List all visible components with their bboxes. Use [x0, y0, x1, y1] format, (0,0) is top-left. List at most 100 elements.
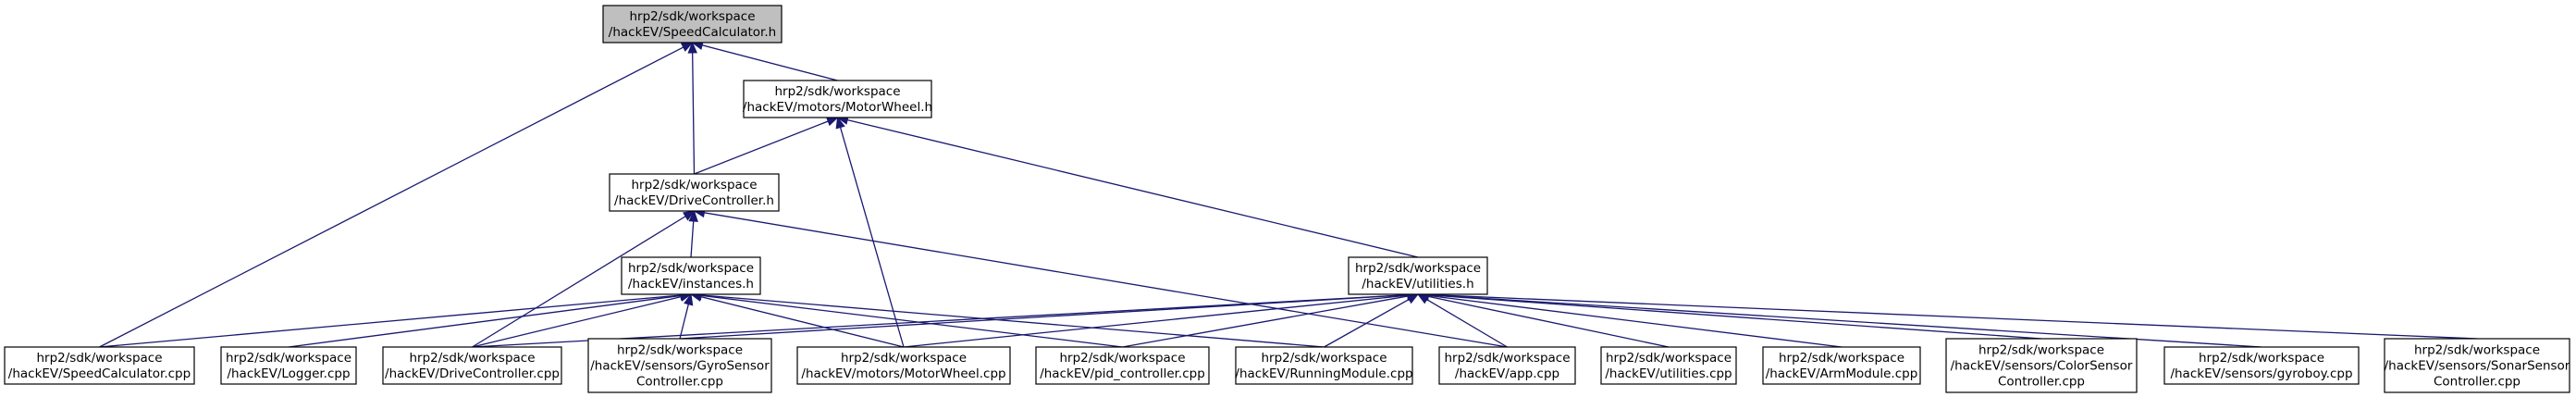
file-node-label: /hackEV/sensors/ColorSensor	[1951, 359, 2133, 374]
file-node-label: hrp2/sdk/workspace	[226, 351, 351, 366]
file-node-label: hrp2/sdk/workspace	[628, 261, 754, 276]
dependency-edge	[690, 220, 695, 258]
file-node-drivecontroller-cpp[interactable]: hrp2/sdk/workspace/hackEV/DriveControlle…	[382, 346, 562, 385]
edge-arrowhead	[684, 292, 694, 306]
file-node-label: hrp2/sdk/workspace	[1355, 261, 1481, 276]
edge-arrowhead	[835, 116, 845, 130]
file-node-label: /hackEV/sensors/SonarSensor	[2385, 359, 2570, 374]
file-node-motorwheel-h[interactable]: hrp2/sdk/workspace/hackEV/motors/MotorWh…	[743, 80, 932, 118]
file-node-sonarsensorcontroller-cpp[interactable]: hrp2/sdk/workspace/hackEV/sensors/SonarS…	[2384, 338, 2570, 393]
file-node-label: /hackEV/pid_controller.cpp	[1040, 366, 1205, 381]
file-node-box	[1438, 346, 1576, 385]
dependency-edge	[700, 294, 1123, 348]
dependency-edge	[839, 127, 905, 348]
dependency-edge	[692, 52, 696, 175]
file-node-label: /hackEV/sensors/gyroboy.cpp	[2170, 366, 2352, 381]
file-node-box	[1945, 338, 2138, 393]
file-node-armmodule-cpp[interactable]: hrp2/sdk/workspace/hackEV/ArmModule.cpp	[1762, 346, 1921, 385]
file-node-label: /hackEV/DriveController.cpp	[385, 366, 560, 381]
file-node-logger-cpp[interactable]: hrp2/sdk/workspace/hackEV/Logger.cpp	[220, 346, 357, 385]
dependency-edge	[1427, 294, 1843, 348]
file-node-gyroboy-cpp[interactable]: hrp2/sdk/workspace/hackEV/sensors/gyrobo…	[2163, 346, 2360, 385]
file-node-label: /hackEV/RunningModule.cpp	[1235, 366, 1412, 381]
dependency-edge	[1427, 294, 2042, 340]
dependency-edge	[679, 304, 689, 340]
file-node-speedcalc-h[interactable]: hrp2/sdk/workspace/hackEV/SpeedCalculato…	[602, 5, 783, 43]
file-node-box	[4, 346, 195, 385]
file-node-pid-controller-cpp[interactable]: hrp2/sdk/workspace/hackEV/pid_controller…	[1035, 346, 1210, 385]
file-node-utilities-cpp[interactable]: hrp2/sdk/workspace/hackEV/utilities.cpp	[1600, 346, 1737, 385]
edge-arrowhead	[825, 117, 839, 127]
file-node-box	[2163, 346, 2360, 385]
file-node-label: /hackEV/sensors/GyroSensor	[590, 359, 770, 374]
edge-arrowhead	[688, 209, 698, 222]
file-node-speedcalc-cpp[interactable]: hrp2/sdk/workspace/hackEV/SpeedCalculato…	[4, 346, 195, 385]
file-node-label: /hackEV/Logger.cpp	[227, 366, 350, 381]
file-node-box	[1762, 346, 1921, 385]
dependency-edge	[704, 212, 1508, 348]
file-node-drivecontroller-h[interactable]: hrp2/sdk/workspace/hackEV/DriveControlle…	[609, 173, 780, 212]
file-node-label: hrp2/sdk/workspace	[841, 351, 967, 366]
dependency-edge	[1427, 295, 1670, 348]
file-node-label: hrp2/sdk/workspace	[1606, 351, 1732, 366]
file-node-label: hrp2/sdk/workspace	[1444, 351, 1570, 366]
dependency-edge	[679, 294, 1409, 340]
file-node-box	[602, 5, 783, 43]
file-node-label: hrp2/sdk/workspace	[1779, 351, 1904, 366]
file-node-box	[1235, 346, 1413, 385]
file-node-box	[743, 80, 932, 118]
file-node-utilities-h[interactable]: hrp2/sdk/workspace/hackEV/utilities.h	[1348, 256, 1488, 295]
dependency-edge	[99, 46, 684, 348]
file-node-label: /hackEV/SpeedCalculator.h	[609, 25, 776, 40]
file-node-box	[382, 346, 562, 385]
file-node-label: hrp2/sdk/workspace	[2414, 343, 2540, 358]
file-node-box	[220, 346, 357, 385]
file-node-box	[587, 338, 772, 393]
file-node-box	[796, 346, 1011, 385]
graph-nodes: hrp2/sdk/workspace/hackEV/SpeedCalculato…	[4, 5, 2570, 393]
file-node-label: hrp2/sdk/workspace	[631, 178, 757, 192]
dependency-edge	[903, 294, 1409, 348]
edge-arrowhead	[1406, 293, 1420, 304]
dependency-edge	[1426, 299, 1508, 348]
file-node-box	[609, 173, 780, 212]
file-node-label: /hackEV/utilities.h	[1362, 277, 1473, 292]
file-node-motorwheel-cpp[interactable]: hrp2/sdk/workspace/hackEV/motors/MotorWh…	[796, 346, 1011, 385]
file-node-label: Controller.cpp	[1998, 375, 2085, 390]
file-node-label: hrp2/sdk/workspace	[1059, 351, 1185, 366]
file-node-instances-h[interactable]: hrp2/sdk/workspace/hackEV/instances.h	[621, 256, 761, 295]
edge-arrowhead	[682, 210, 696, 221]
file-node-label: /hackEV/SpeedCalculator.cpp	[8, 366, 191, 381]
file-node-label: /hackEV/app.cpp	[1455, 366, 1559, 381]
file-node-gyrosensorcontroller-cpp[interactable]: hrp2/sdk/workspace/hackEV/sensors/GyroSe…	[587, 338, 772, 393]
dependency-edge	[288, 294, 682, 348]
file-node-runningmodule-cpp[interactable]: hrp2/sdk/workspace/hackEV/RunningModule.…	[1235, 346, 1413, 385]
file-node-box	[1348, 256, 1488, 295]
file-node-label: /hackEV/ArmModule.cpp	[1766, 366, 1918, 381]
file-node-label: /hackEV/motors/MotorWheel.cpp	[801, 366, 1005, 381]
file-node-label: /hackEV/instances.h	[628, 277, 754, 292]
file-node-label: hrp2/sdk/workspace	[1261, 351, 1387, 366]
file-node-app-cpp[interactable]: hrp2/sdk/workspace/hackEV/app.cpp	[1438, 346, 1576, 385]
file-node-box	[2384, 338, 2570, 393]
dependency-edge	[700, 296, 905, 348]
file-node-label: hrp2/sdk/workspace	[36, 351, 162, 366]
file-node-box	[621, 256, 761, 295]
file-node-label: hrp2/sdk/workspace	[617, 343, 743, 358]
dependency-edge	[700, 294, 1325, 348]
file-node-label: hrp2/sdk/workspace	[409, 351, 535, 366]
dependency-edge	[847, 118, 1419, 258]
file-node-label: Controller.cpp	[636, 375, 723, 390]
dependency-edge	[701, 44, 838, 81]
file-node-label: /hackEV/DriveController.h	[614, 193, 774, 208]
file-node-label: hrp2/sdk/workspace	[629, 9, 755, 24]
file-node-label: Controller.cpp	[2434, 375, 2521, 390]
edge-arrowhead	[687, 41, 697, 54]
graph-edges	[99, 40, 2478, 348]
file-node-label: hrp2/sdk/workspace	[774, 84, 900, 99]
file-node-label: /hackEV/motors/MotorWheel.h	[743, 100, 932, 115]
dependency-edge	[1122, 295, 1409, 348]
file-node-box	[1600, 346, 1737, 385]
file-node-colorsensorcontroller-cpp[interactable]: hrp2/sdk/workspace/hackEV/sensors/ColorS…	[1945, 338, 2138, 393]
